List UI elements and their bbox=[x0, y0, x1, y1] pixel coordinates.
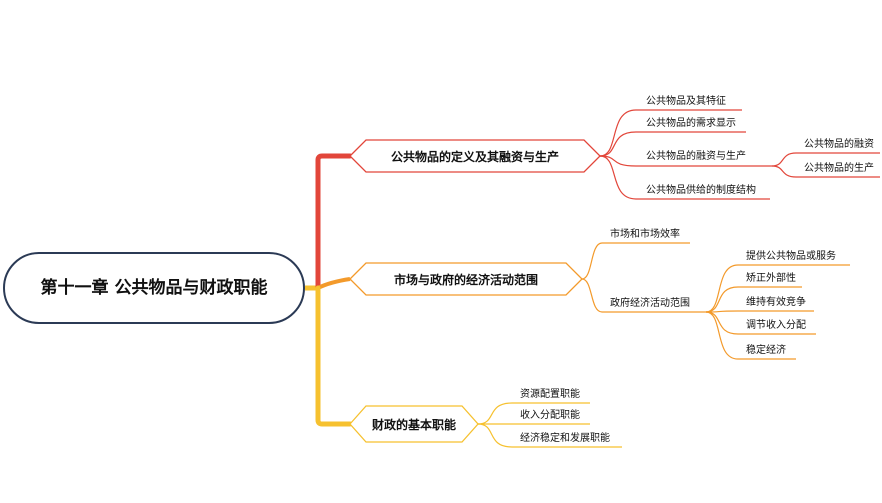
leaf-connector bbox=[581, 278, 706, 313]
leaf-node[interactable]: 公共物品的融资 bbox=[804, 139, 874, 151]
leaf-label: 收入分配职能 bbox=[520, 410, 580, 421]
branch-label: 公共物品的定义及其融资与生产 bbox=[390, 149, 559, 164]
leaf-label: 公共物品的融资 bbox=[804, 139, 874, 150]
leaf-connector bbox=[705, 311, 796, 360]
leaf-label: 经济稳定和发展职能 bbox=[520, 433, 610, 444]
leaf-node[interactable]: 维持有效竞争 bbox=[746, 297, 806, 309]
leaf-node[interactable]: 矫正外部性 bbox=[746, 273, 796, 285]
branch-connector-2 bbox=[317, 277, 351, 290]
branch-label: 财政的基本职能 bbox=[371, 417, 456, 432]
leaf-node[interactable]: 公共物品的生产 bbox=[804, 163, 874, 175]
leaf-label: 稳定经济 bbox=[746, 345, 786, 356]
leaf-node[interactable]: 市场和市场效率 bbox=[610, 229, 680, 241]
leaf-node[interactable]: 资源配置职能 bbox=[520, 389, 580, 401]
leaf-node[interactable]: 稳定经济 bbox=[746, 345, 786, 357]
leaf-connector bbox=[771, 152, 880, 167]
leaf-node[interactable]: 政府经济活动范围 bbox=[610, 298, 690, 310]
leaf-connector bbox=[581, 242, 690, 280]
branch-label: 市场与政府的经济活动范围 bbox=[393, 272, 538, 287]
leaf-node[interactable]: 公共物品的融资与生产 bbox=[646, 151, 746, 163]
leaf-label: 调节收入分配 bbox=[746, 320, 806, 331]
leaf-node[interactable]: 收入分配职能 bbox=[520, 410, 580, 422]
branch-node-fiscal-functions[interactable]: 财政的基本职能 bbox=[350, 406, 478, 442]
branch-node-public-goods[interactable]: 公共物品的定义及其融资与生产 bbox=[350, 140, 600, 172]
leaf-node[interactable]: 公共物品的需求显示 bbox=[646, 118, 736, 130]
branch-node-market-government[interactable]: 市场与政府的经济活动范围 bbox=[350, 263, 582, 295]
leaf-node[interactable]: 调节收入分配 bbox=[746, 320, 806, 332]
leaf-connector bbox=[599, 109, 742, 157]
leaf-connector bbox=[477, 423, 622, 448]
leaf-connector bbox=[477, 402, 590, 425]
leaf-label: 市场和市场效率 bbox=[610, 229, 680, 240]
leaf-connector bbox=[599, 155, 770, 200]
leaf-label: 公共物品的融资与生产 bbox=[646, 151, 746, 162]
leaf-label: 政府经济活动范围 bbox=[610, 298, 690, 309]
leaf-label: 维持有效竞争 bbox=[746, 297, 806, 308]
leaf-connector bbox=[705, 264, 850, 313]
leaf-label: 提供公共物品或服务 bbox=[746, 251, 836, 262]
leaf-label: 公共物品及其特征 bbox=[646, 96, 726, 107]
leaf-label: 公共物品的生产 bbox=[804, 163, 874, 174]
branch-connector-3 bbox=[315, 285, 353, 427]
leaf-node[interactable]: 提供公共物品或服务 bbox=[746, 251, 836, 263]
leaf-connector bbox=[599, 131, 746, 157]
leaf-connector bbox=[705, 310, 814, 313]
leaf-connector bbox=[705, 311, 816, 335]
leaf-node[interactable]: 公共物品及其特征 bbox=[646, 96, 726, 108]
leaf-node[interactable]: 公共物品供给的制度结构 bbox=[646, 185, 756, 197]
leaf-label: 公共物品的需求显示 bbox=[646, 118, 736, 129]
root-title: 第十一章 公共物品与财政职能 bbox=[40, 278, 268, 298]
root-node[interactable]: 第十一章 公共物品与财政职能 bbox=[3, 252, 305, 324]
leaf-label: 资源配置职能 bbox=[520, 389, 580, 400]
leaf-connector bbox=[705, 286, 802, 313]
leaf-label: 矫正外部性 bbox=[746, 273, 796, 284]
leaf-connector bbox=[599, 155, 772, 167]
leaf-node[interactable]: 经济稳定和发展职能 bbox=[520, 433, 610, 445]
branch-connector-1 bbox=[315, 153, 353, 291]
leaf-label: 公共物品供给的制度结构 bbox=[646, 185, 756, 196]
leaf-connector bbox=[771, 165, 880, 178]
